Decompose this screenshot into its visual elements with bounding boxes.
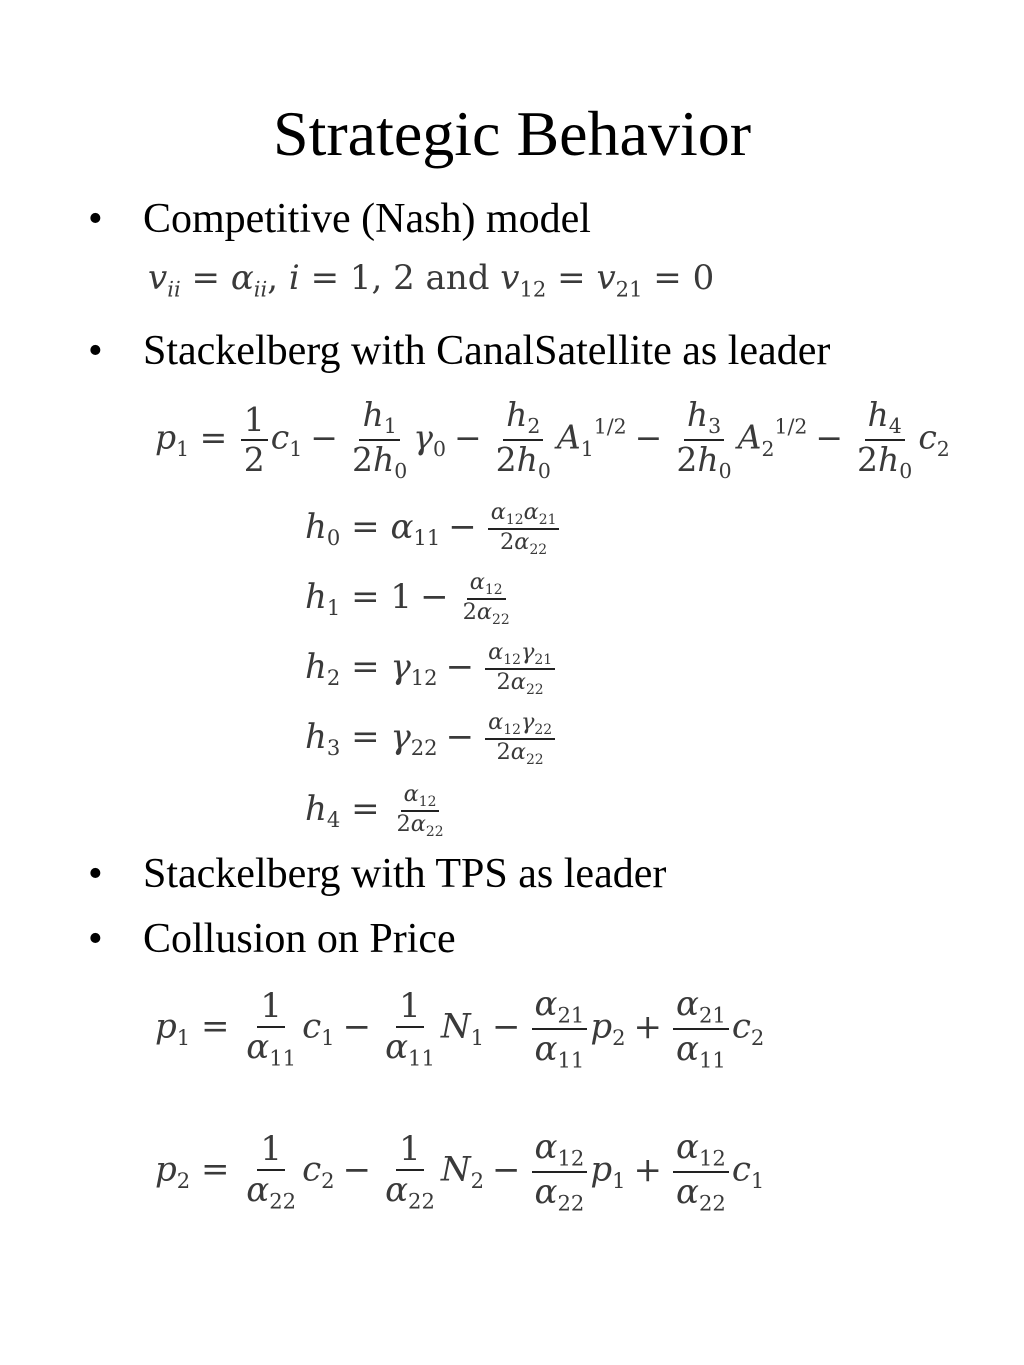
bullet-marker: • [88,851,103,897]
bullet-collusion-on-price: • Collusion on Price [88,915,456,963]
bullet-marker: • [88,328,103,374]
bullet-text: Stackelberg with TPS as leader [143,851,667,897]
bullet-stackelberg-tps: • Stackelberg with TPS as leader [88,850,666,898]
bullet-text: Stackelberg with CanalSatellite as leade… [143,328,831,374]
equation-nash: vii = αii, i = 1, 2 and v12 = v21 = 0 [148,258,715,302]
bullet-marker: • [88,196,103,242]
bullet-text: Collusion on Price [143,916,456,962]
slide-title: Strategic Behavior [272,98,752,169]
bullet-marker: • [88,916,103,962]
bullet-text: Competitive (Nash) model [143,196,591,242]
bullet-competitive-nash: • Competitive (Nash) model [88,195,591,243]
bullet-stackelberg-canalsatellite: • Stackelberg with CanalSatellite as lead… [88,327,830,375]
